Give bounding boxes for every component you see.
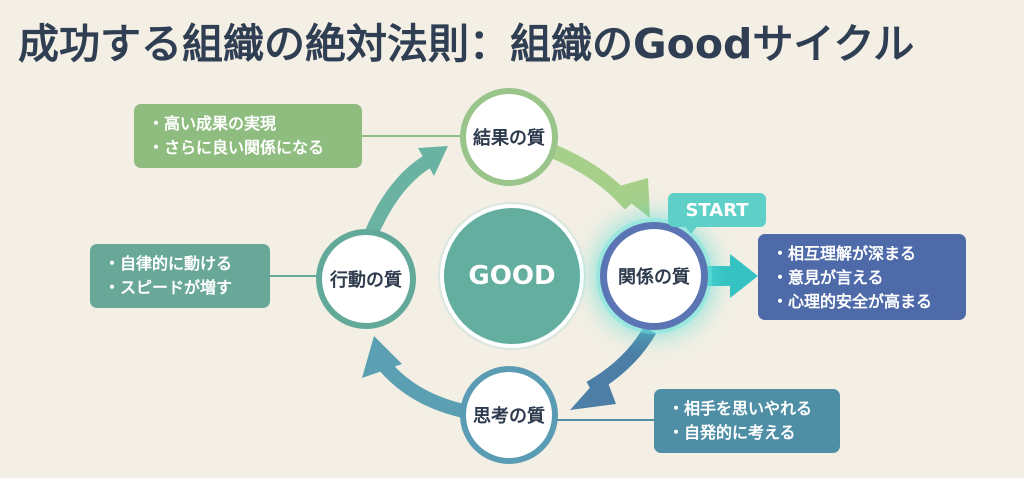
start-badge: START <box>668 193 766 227</box>
node-relation-quality: 関係の質 <box>600 222 708 330</box>
thought-info-item: ・自発的に考える <box>668 423 796 442</box>
start-badge-tail <box>684 225 698 234</box>
page-title: 成功する組織の絶対法則：組織のGoodサイクル <box>18 20 915 68</box>
action-info-item: ・自律的に動ける <box>104 254 233 273</box>
action-info-item: ・スピードが増す <box>104 278 233 297</box>
relation-info-item: ・心理的安全が高まる <box>772 292 933 311</box>
result-info-item: ・高い成果の実現 <box>148 114 277 133</box>
thought-info-box: ・相手を思いやれる ・自発的に考える <box>654 389 840 453</box>
arrow-thought-to-action <box>374 355 470 419</box>
result-info-item: ・さらに良い関係になる <box>148 138 325 157</box>
arrowhead-relation-to-thought <box>570 372 616 410</box>
node-thought-quality: 思考の質 <box>460 366 558 464</box>
arrow-relation-to-box-body <box>706 266 732 286</box>
relation-info-item: ・相互理解が深まる <box>772 244 917 263</box>
arrowhead-result-to-relation <box>612 178 650 218</box>
relation-info-box: ・相互理解が深まる ・意見が言える ・心理的安全が高まる <box>758 234 966 320</box>
arrow-action-to-result <box>365 153 434 235</box>
arrowhead-thought-to-action <box>362 336 402 378</box>
result-info-box: ・高い成果の実現 ・さらに良い関係になる <box>134 104 362 168</box>
arrowhead-relation-to-box <box>730 254 758 298</box>
node-result-quality: 結果の質 <box>460 88 558 186</box>
node-action-quality: 行動の質 <box>316 229 416 329</box>
action-info-box: ・自律的に動ける ・スピードが増す <box>90 244 270 308</box>
arrow-result-to-relation <box>547 143 636 210</box>
good-center: GOOD <box>440 204 584 348</box>
arrowhead-action-to-result <box>418 146 448 176</box>
relation-info-item: ・意見が言える <box>772 268 884 287</box>
thought-info-item: ・相手を思いやれる <box>668 399 813 418</box>
